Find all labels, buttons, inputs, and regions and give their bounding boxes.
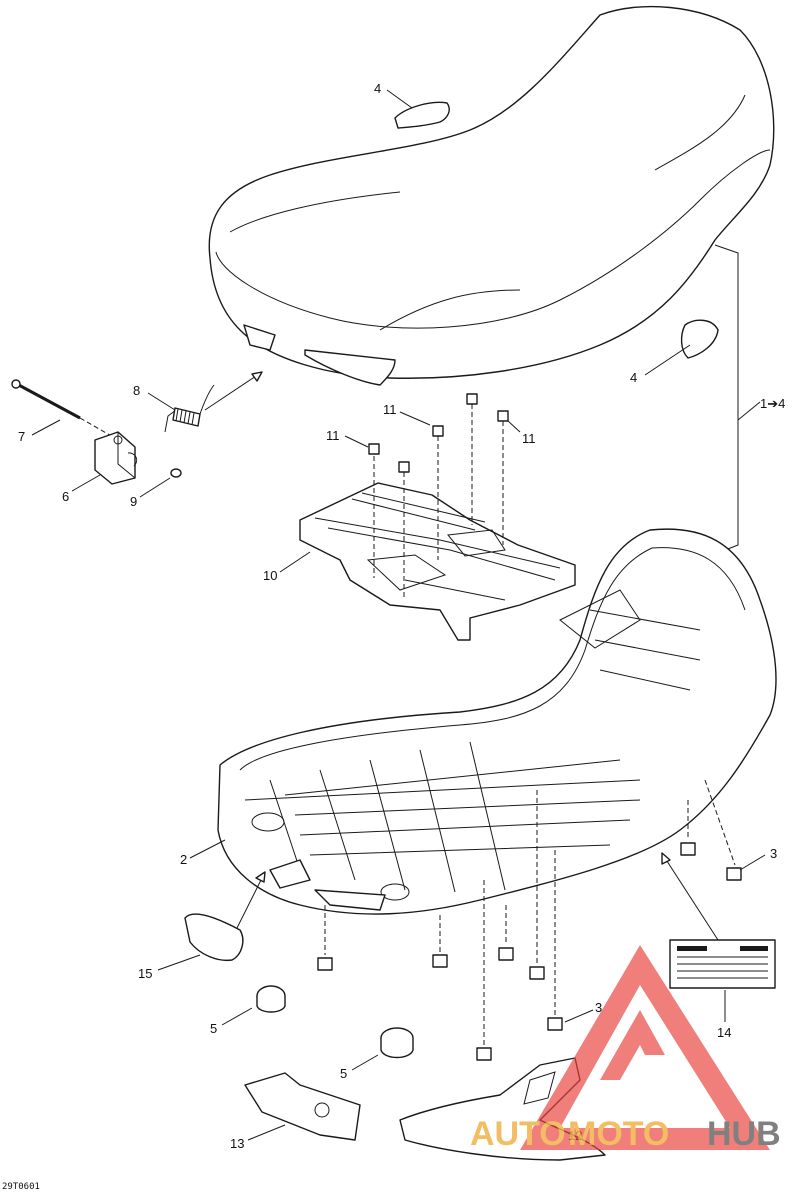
bumpers-3 (317, 779, 742, 1061)
callout-8: 8 (133, 383, 140, 398)
callout-15: 15 (138, 966, 152, 981)
warning-label (669, 939, 776, 989)
callout-1-4: 1➔4 (760, 396, 785, 411)
callout-5-b: 5 (340, 1066, 347, 1081)
callout-5-a: 5 (210, 1021, 217, 1036)
leader-lines (31, 89, 766, 1141)
callout-14: 14 (717, 1025, 731, 1040)
callout-6: 6 (62, 489, 69, 504)
callout-11-c: 11 (522, 431, 536, 446)
callout-10: 10 (263, 568, 277, 583)
skid-plate (299, 482, 576, 641)
watermark-text-hub: HUB (707, 1115, 781, 1153)
callout-11-b: 11 (326, 428, 340, 443)
spring (164, 384, 215, 433)
trim-15 (184, 913, 244, 962)
hinge-bracket (94, 431, 138, 485)
callout-7: 7 (18, 429, 25, 444)
bolt (11, 379, 116, 439)
watermark-text-auto: AUTO (470, 1115, 566, 1153)
bolts-11 (368, 393, 509, 598)
watermark-text-moto: MOTO (568, 1115, 669, 1153)
group-bracket-line (704, 244, 739, 559)
drawing-code: 29T0601 (2, 1182, 40, 1192)
seat-trim-top (394, 101, 450, 129)
grommets-5 (256, 985, 414, 1059)
arrow-to-seat (204, 371, 263, 411)
seat-trim-right (680, 319, 719, 359)
callout-13: 13 (230, 1136, 244, 1151)
plate-13 (244, 1072, 361, 1141)
callout-4-top: 4 (374, 81, 381, 96)
callout-2: 2 (180, 852, 187, 867)
callout-3-right: 3 (770, 846, 777, 861)
callout-4-right: 4 (630, 370, 637, 385)
callout-3-bottom: 3 (595, 1000, 602, 1015)
watermark-logo: AUTO MOTO HUB (470, 945, 781, 1153)
seat-cushion (208, 5, 775, 386)
callout-11-a: 11 (383, 402, 397, 417)
callout-9: 9 (130, 494, 137, 509)
washer (170, 468, 182, 478)
seat-base (217, 528, 777, 915)
